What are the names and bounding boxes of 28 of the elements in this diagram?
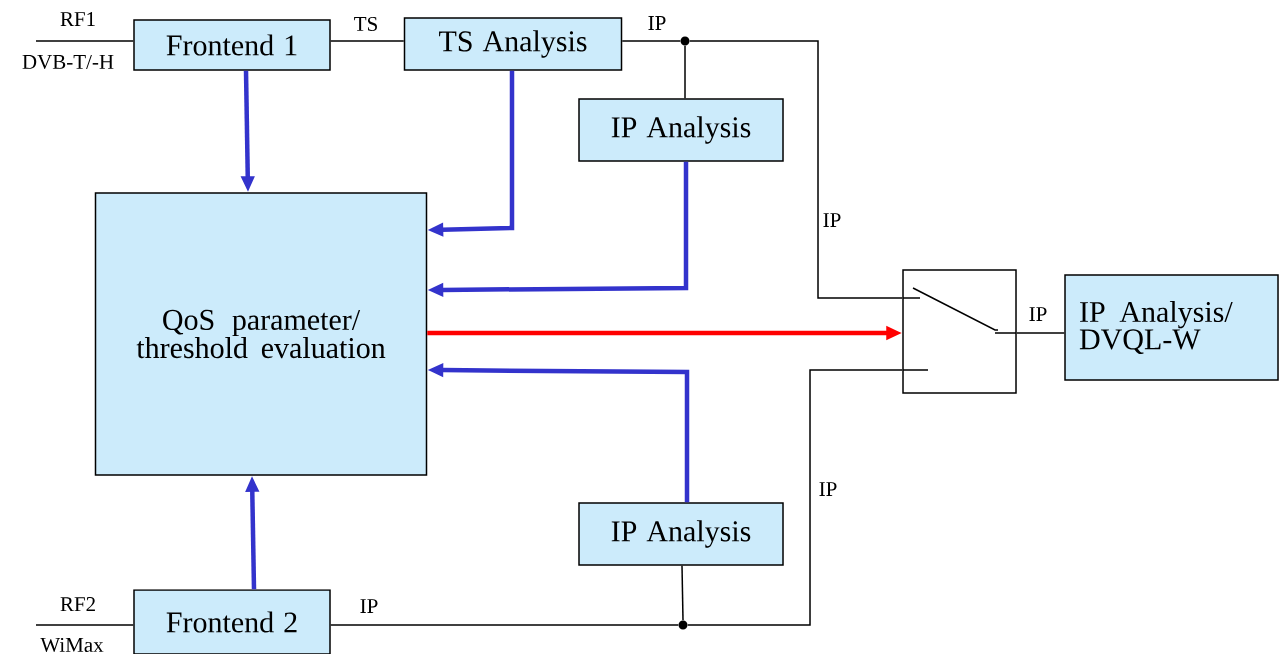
process-box: TS Analysis [403,17,623,71]
signal-label: WiMax [40,637,104,653]
process-box: Frontend 2 [133,589,331,654]
signal-label: DVB-T/-H [22,54,114,70]
process-box: QoS parameter/ threshold evaluation [94,192,428,476]
connector-line [330,624,680,626]
connector-line [1016,332,1065,334]
connector-line [681,565,684,622]
connector-line [35,40,134,42]
connector-line [330,40,405,42]
edge-label: IP [358,598,380,614]
edge-label: TS [352,15,380,33]
edge-label: IP [1027,306,1049,322]
connector-line [35,624,134,626]
switch-box [902,269,1017,394]
edge-label: IP [646,15,668,31]
connector-line [621,40,682,42]
edge-label: RF2 [58,596,98,612]
process-box: Frontend 1 [133,19,331,71]
edge-label: IP [817,481,839,497]
edge-label: RF1 [58,11,98,27]
process-box: IP Analysis/ DVQL-W [1064,274,1279,381]
process-box: IP Analysis [578,98,784,162]
process-box: IP Analysis [578,502,784,566]
connector-line [686,369,903,626]
connector-line [684,44,686,99]
edge-label: IP [821,212,843,228]
connector-line [688,40,903,299]
